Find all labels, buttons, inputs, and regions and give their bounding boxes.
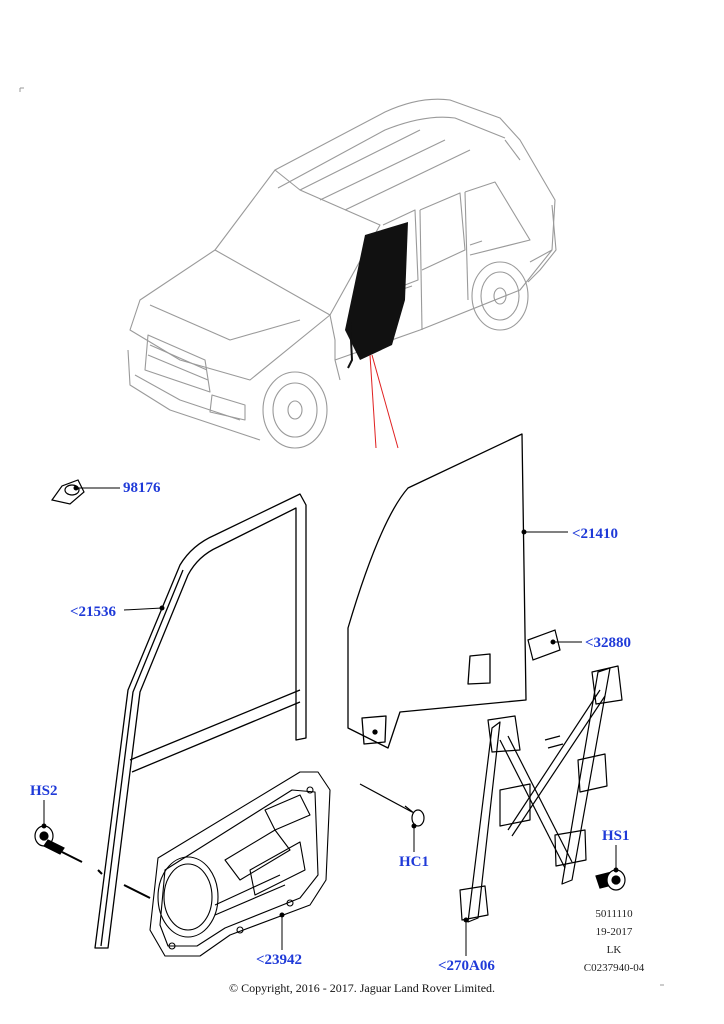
callout-23942[interactable]: <23942 <box>256 952 303 968</box>
callout-hc1[interactable]: HC1 <box>399 854 429 870</box>
reference-line-2: 19-2017 <box>595 926 633 938</box>
glass-run-channel <box>94 493 307 949</box>
callout-hs1[interactable]: HS1 <box>602 828 630 844</box>
callout-21410[interactable]: <21410 <box>572 526 619 542</box>
callout-270a06[interactable]: <270A06 <box>438 958 495 974</box>
reference-line-1: 5011110 <box>595 908 633 920</box>
corner-marks <box>19 87 664 986</box>
callout-21536[interactable]: <21536 <box>70 604 117 620</box>
vehicle-illustration <box>127 98 557 449</box>
callout-98176[interactable]: 98176 <box>123 480 161 496</box>
callout-hs2[interactable]: HS2 <box>30 783 58 799</box>
reference-block: 5011110 19-2017 LK C0237940-04 <box>568 905 660 977</box>
pointer-lines <box>369 354 399 449</box>
cable-hc1 <box>359 783 425 827</box>
pad-32880 <box>527 629 561 661</box>
door-glass <box>347 433 527 749</box>
window-regulator <box>459 665 623 923</box>
clip-98176 <box>50 479 85 505</box>
copyright-notice: © Copyright, 2016 - 2017. Jaguar Land Ro… <box>228 981 496 995</box>
reference-line-3: LK <box>606 944 622 956</box>
bolt-hs1 <box>595 869 626 891</box>
leader-lines <box>41 485 619 956</box>
reference-line-4: C0237940-04 <box>583 962 645 974</box>
vehicle-highlighted-door <box>345 222 408 369</box>
door-carrier <box>149 771 331 957</box>
bolt-hs2 <box>34 825 65 855</box>
callout-32880[interactable]: <32880 <box>585 635 632 651</box>
